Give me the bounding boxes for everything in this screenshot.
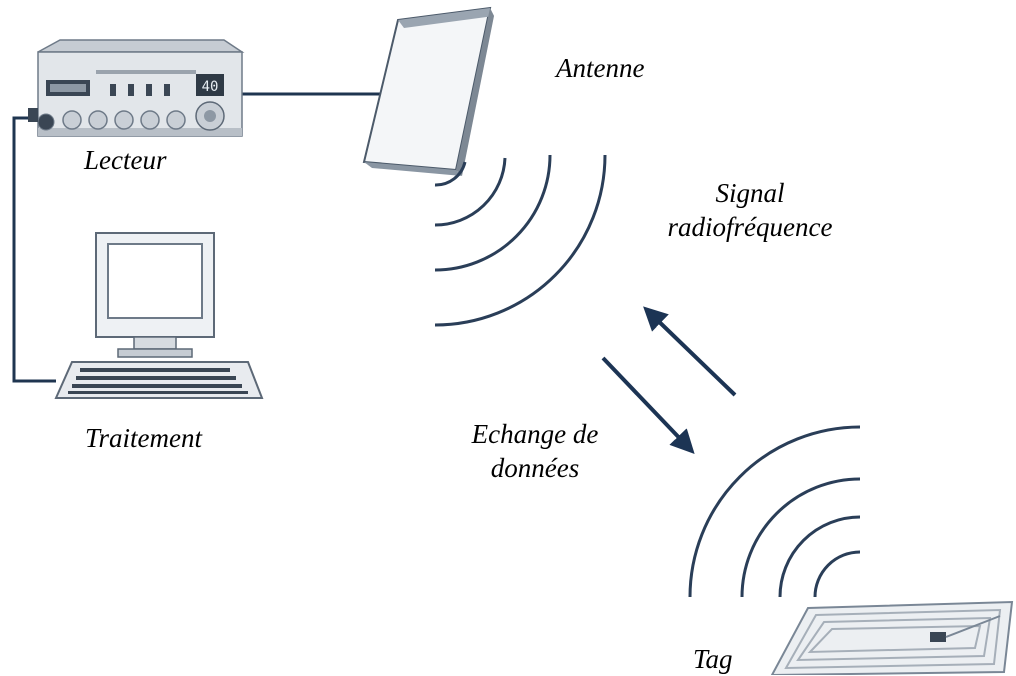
tag-radio-waves [688,425,861,598]
signal-label-line2: radiofréquence [667,212,833,242]
antenna-panel [362,6,494,176]
antenna-wave [434,154,552,272]
signal-label-line1: Signal [715,178,785,208]
exchange-label-line2: données [490,453,580,483]
antenna-label: Antenne [556,53,645,83]
tag-wave [778,515,861,598]
antenna-wave [434,157,507,227]
reader-display-text: 40 [202,79,219,95]
tag-label: Tag [693,644,733,674]
reader-label: Lecteur [84,145,167,175]
tag-wave [813,550,861,598]
signal-label: Signal radiofréquence [650,176,850,244]
exchange-label: Echange de données [440,417,630,485]
wire-reader-computer [12,116,56,383]
antenna-wave [434,154,607,327]
antenna-radio-waves [434,154,607,327]
computer [28,108,264,399]
arrow-down [601,356,695,454]
data-exchange-arrows [601,306,737,454]
tag-wave [688,425,861,598]
processing-label: Traitement [85,423,203,453]
reader-device: 40 [37,39,245,137]
antenna-wave [434,161,467,187]
arrow-up [643,306,737,397]
rfid-tag [770,600,1014,675]
connection-wires [12,92,380,383]
tag-wave [740,477,861,598]
exchange-label-line1: Echange de [471,419,599,449]
